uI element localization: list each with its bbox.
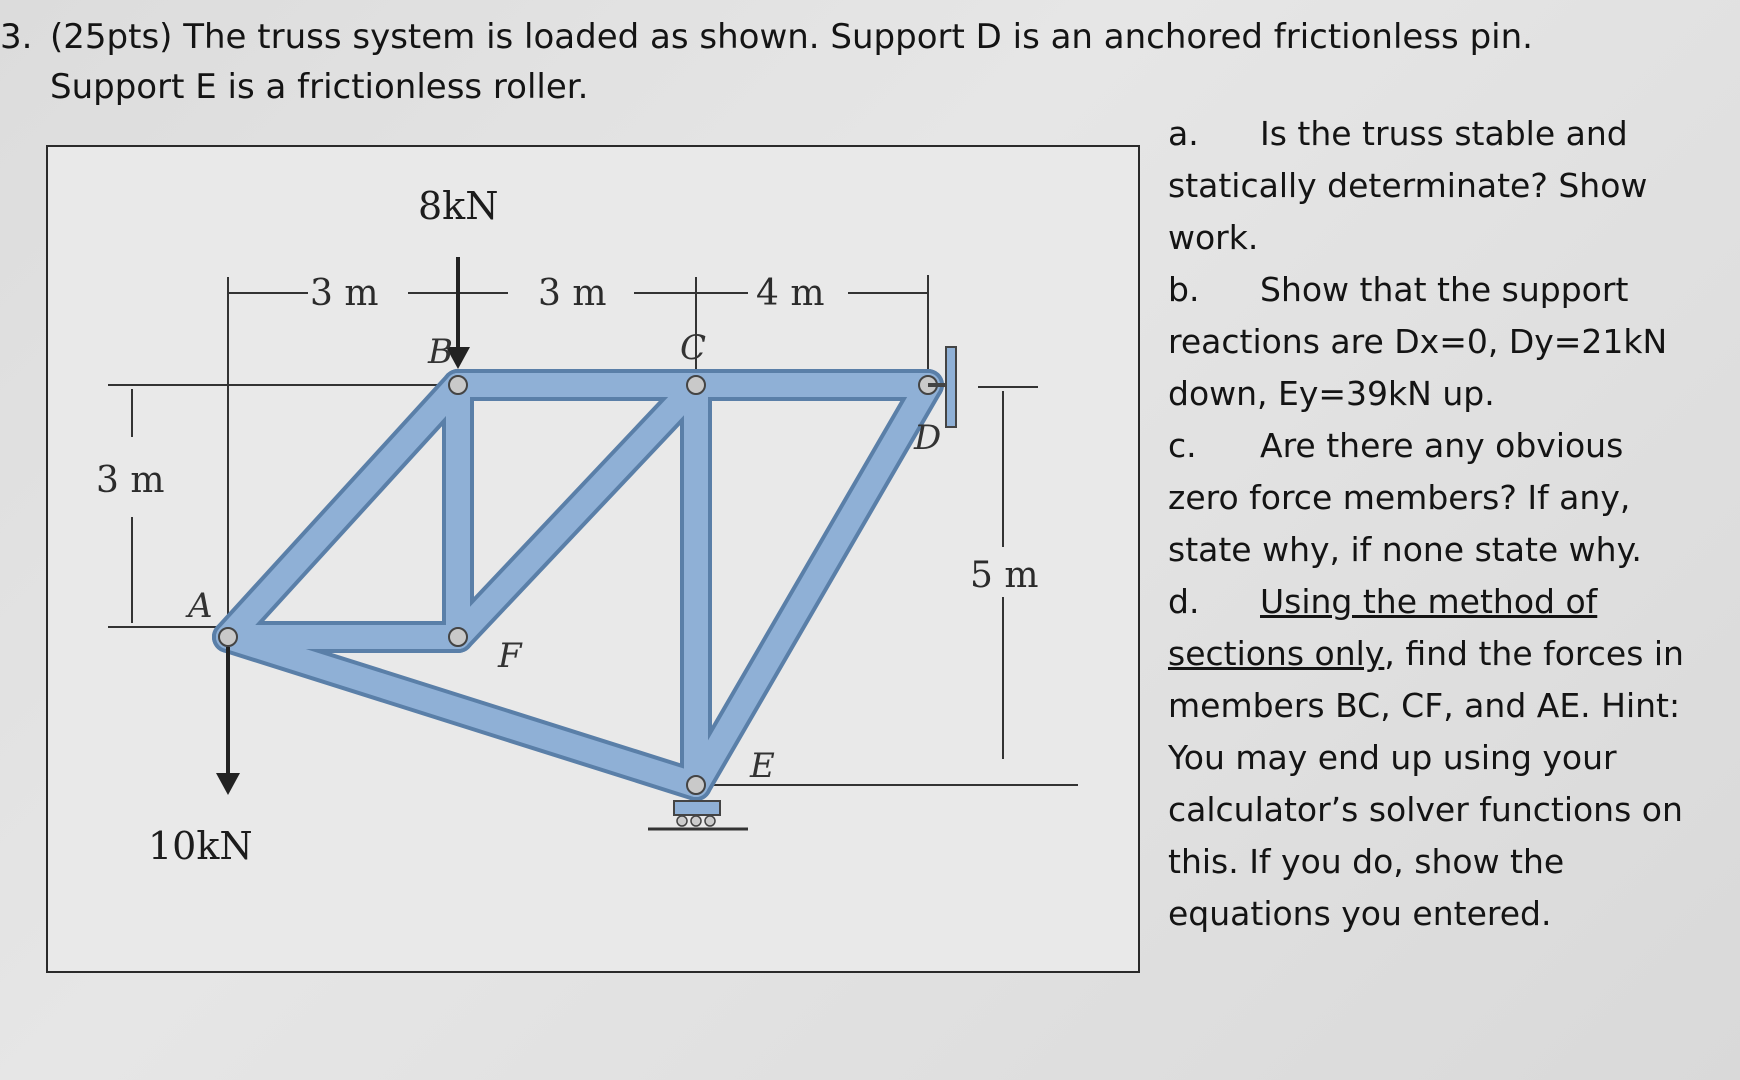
pin-e — [686, 775, 706, 795]
problem-statement: (25pts) The truss system is loaded as sh… — [50, 17, 1533, 107]
question-d-method: Using the method of sections only — [1168, 582, 1598, 673]
support-d-wall — [928, 346, 957, 428]
point-e-label: E — [749, 746, 775, 786]
question-b-letter: b. — [1168, 270, 1200, 309]
load-10kn-label: 10kN — [148, 824, 253, 868]
point-c-label: C — [680, 328, 706, 368]
pin-joints — [218, 375, 938, 795]
dim-ab-label: 3 m — [310, 273, 378, 314]
dim-bc-label: 3 m — [538, 273, 606, 314]
load-arrow-10kn — [216, 647, 240, 795]
pin-f — [448, 627, 468, 647]
support-e-roller — [648, 800, 748, 831]
point-a-label: A — [185, 586, 213, 626]
load-arrow-8kn — [446, 257, 470, 369]
pin-a — [218, 627, 238, 647]
dim-right-height-label: 5 m — [970, 555, 1038, 596]
truss-figure: 3 m 3 m 4 m 3 m 5 m — [46, 145, 1140, 973]
point-b-label: B — [427, 332, 453, 372]
load-8kn-label: 8kN — [418, 184, 498, 228]
question-a: a.Is the truss stable and statically det… — [1168, 108, 1688, 264]
question-a-letter: a. — [1168, 114, 1199, 153]
question-d: d.Using the method of sections only, fin… — [1168, 576, 1688, 940]
question-d-letter: d. — [1168, 582, 1200, 621]
question-b: b.Show that the support reactions are Dx… — [1168, 264, 1688, 420]
point-d-label: D — [913, 418, 941, 458]
right-height-dimension — [703, 386, 1078, 786]
member-ed — [684, 373, 940, 797]
dim-cd-label: 4 m — [756, 273, 824, 314]
question-list: a.Is the truss stable and statically det… — [1168, 108, 1688, 940]
question-a-text: Is the truss stable and statically deter… — [1168, 114, 1648, 257]
left-height-dimension — [108, 384, 458, 628]
dim-left-height-label: 3 m — [96, 460, 164, 501]
question-d-text: , find the forces in members BC, CF, and… — [1168, 634, 1684, 933]
point-f-label: F — [497, 636, 523, 676]
pin-c — [686, 375, 706, 395]
member-ae — [216, 625, 708, 797]
member-ab — [216, 373, 470, 649]
member-fc — [446, 373, 708, 649]
question-c-text: Are there any obvious zero force members… — [1168, 426, 1642, 569]
problem-number: 3. — [0, 17, 33, 57]
question-c-letter: c. — [1168, 426, 1197, 465]
question-b-text: Show that the support reactions are Dx=0… — [1168, 270, 1668, 413]
truss-diagram: 3 m 3 m 4 m 3 m 5 m — [96, 184, 1078, 868]
truss-members — [212, 369, 944, 801]
pin-b — [448, 375, 468, 395]
question-c: c.Are there any obvious zero force membe… — [1168, 420, 1688, 576]
